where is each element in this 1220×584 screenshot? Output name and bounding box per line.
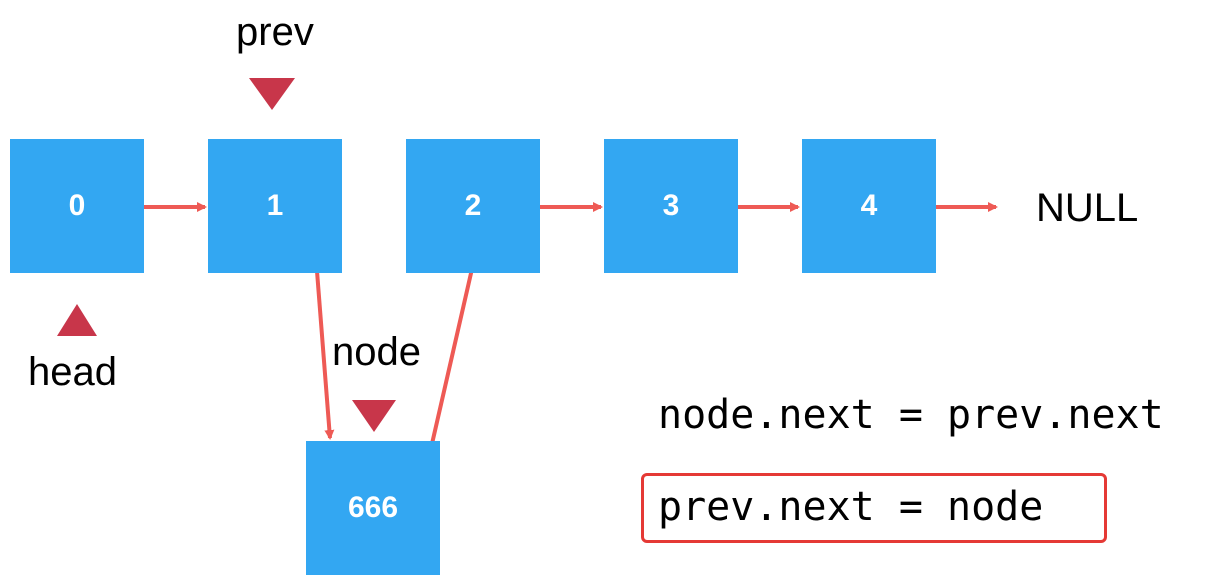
code-line-2: prev.next = node [658,484,1044,530]
node-value: 666 [347,491,399,524]
code-line-1: node.next = prev.next [658,392,1164,438]
list-node-2: 2 [406,139,540,273]
list-node-666: 666 [306,441,440,575]
list-node-4: 4 [802,139,936,273]
highlighted-code-box [641,473,1107,543]
prev-pointer-marker [249,78,295,110]
list-node-3: 3 [604,139,738,273]
node-pointer-label: node [332,330,421,374]
null-terminal-label: NULL [1036,186,1139,230]
node-value: 4 [860,189,878,222]
list-node-0: 0 [10,139,144,273]
head-pointer-marker [57,304,97,336]
head-pointer-label: head [28,350,117,394]
node-pointer-marker [352,400,396,432]
node-value: 0 [68,189,86,222]
node-value: 2 [464,189,482,222]
node-value: 3 [662,189,680,222]
list-node-1: 1 [208,139,342,273]
node-value: 1 [266,189,284,222]
prev-pointer-label: prev [236,10,314,54]
